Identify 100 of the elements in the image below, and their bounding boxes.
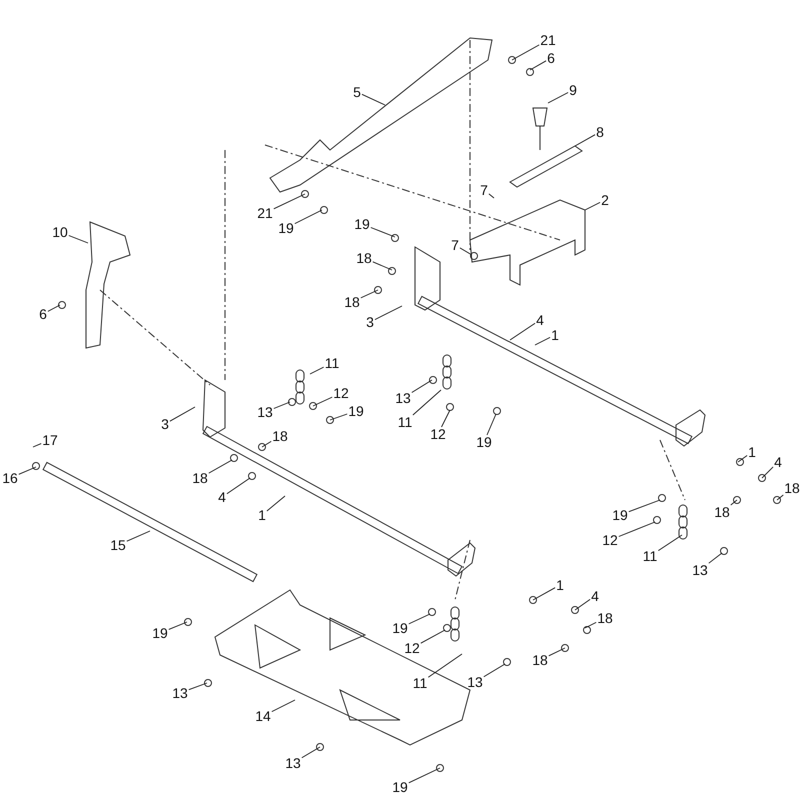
- leader-line: [32, 443, 42, 448]
- callout-number: 18: [192, 470, 208, 486]
- callout-number: 19: [348, 403, 364, 419]
- leader-line: [584, 202, 601, 210]
- leader-line: [738, 455, 748, 462]
- callout-number: 18: [597, 610, 613, 626]
- leader-line: [18, 466, 36, 475]
- callout-number: 2: [601, 192, 609, 208]
- leader-line: [370, 227, 396, 238]
- leader-line: [271, 700, 296, 712]
- leader-line: [372, 261, 392, 270]
- leader-line: [512, 44, 540, 60]
- leader-line: [168, 622, 188, 630]
- leader-line: [273, 194, 306, 210]
- leader-line: [486, 414, 496, 436]
- leader-line: [658, 534, 682, 552]
- callout-number: 4: [218, 489, 226, 505]
- leader-line: [266, 496, 286, 512]
- callout-number: 19: [354, 216, 370, 232]
- callout-number: 3: [161, 416, 169, 432]
- leader-line: [730, 500, 738, 506]
- leader-line: [776, 494, 784, 500]
- leader-line: [47, 304, 60, 312]
- callout-number: 11: [642, 548, 658, 564]
- callout-number: 13: [692, 562, 708, 578]
- leader-line: [483, 664, 506, 678]
- leader-line: [420, 630, 446, 644]
- leader-line: [412, 390, 442, 416]
- leader-line: [68, 235, 88, 244]
- callout-number: 18: [714, 504, 730, 520]
- leader-line: [510, 322, 536, 340]
- leader-line: [301, 746, 320, 758]
- leader-line: [411, 380, 432, 393]
- callout-number: 21: [540, 32, 556, 48]
- callout-number: 11: [398, 414, 412, 430]
- callout-number: 10: [52, 224, 68, 240]
- leader-line: [408, 768, 440, 784]
- callout-number: 6: [547, 50, 555, 66]
- callout-number: 19: [278, 220, 294, 236]
- callout-number: 7: [480, 182, 488, 198]
- callout-number: 11: [324, 355, 340, 371]
- leader-line: [262, 440, 272, 448]
- callout-number: 19: [476, 434, 492, 450]
- callout-number: 13: [395, 390, 411, 406]
- callout-number: 7: [451, 237, 459, 253]
- leader-line: [374, 306, 402, 320]
- callout-number: 16: [2, 470, 18, 486]
- callout-number: 19: [612, 507, 628, 523]
- callout-number: 13: [172, 685, 188, 701]
- callout-number: 1: [258, 507, 266, 523]
- callout-number: 4: [774, 454, 782, 470]
- leader-line: [762, 466, 774, 478]
- leader-line: [188, 682, 208, 690]
- callout-number: 11: [412, 675, 428, 691]
- leader-line: [330, 414, 348, 420]
- callout-number: 1: [748, 444, 756, 460]
- leader-line: [208, 460, 232, 474]
- callout-number: 1: [556, 577, 564, 593]
- callout-number: 18: [532, 652, 548, 668]
- callout-number: 14: [255, 708, 271, 724]
- callout-number: 21: [257, 205, 273, 221]
- callout-number: 3: [366, 314, 374, 330]
- leader-line: [708, 552, 722, 564]
- leader-line: [226, 478, 250, 494]
- leader-line: [294, 210, 322, 224]
- leader-line: [584, 622, 597, 628]
- callout-number: 15: [110, 537, 126, 553]
- callout-number: 13: [285, 755, 301, 771]
- callout-number: 13: [467, 674, 483, 690]
- callout-number: 13: [257, 404, 273, 420]
- callout-number: 9: [569, 82, 577, 98]
- leader-line: [548, 92, 569, 104]
- leader-line: [459, 247, 472, 256]
- callout-number: 18: [272, 428, 288, 444]
- leader-line: [488, 193, 494, 198]
- leader-line: [273, 402, 290, 409]
- callout-number: 18: [784, 480, 800, 496]
- leader-line: [310, 366, 324, 374]
- leader-line: [428, 654, 462, 678]
- callout-number: 6: [39, 306, 47, 322]
- leader-line: [169, 406, 196, 422]
- callout-number: 4: [591, 588, 599, 604]
- callout-number: 12: [602, 532, 618, 548]
- callout-number: 17: [42, 432, 58, 448]
- callout-number: 4: [536, 312, 544, 328]
- callout-number: 19: [392, 620, 408, 636]
- callout-number: 12: [333, 385, 349, 401]
- leader-line: [628, 500, 660, 512]
- callout-number: 8: [596, 124, 604, 140]
- leader-line: [530, 60, 547, 70]
- leader-line: [574, 598, 591, 610]
- leader-line: [548, 648, 566, 656]
- leader-line: [574, 134, 596, 146]
- leader-line: [532, 587, 556, 600]
- leader-line: [534, 336, 551, 346]
- leader-line: [618, 522, 656, 537]
- leader-line: [126, 530, 150, 542]
- callout-number: 19: [392, 779, 408, 795]
- callout-number: 12: [404, 640, 420, 656]
- leader-line: [312, 396, 333, 406]
